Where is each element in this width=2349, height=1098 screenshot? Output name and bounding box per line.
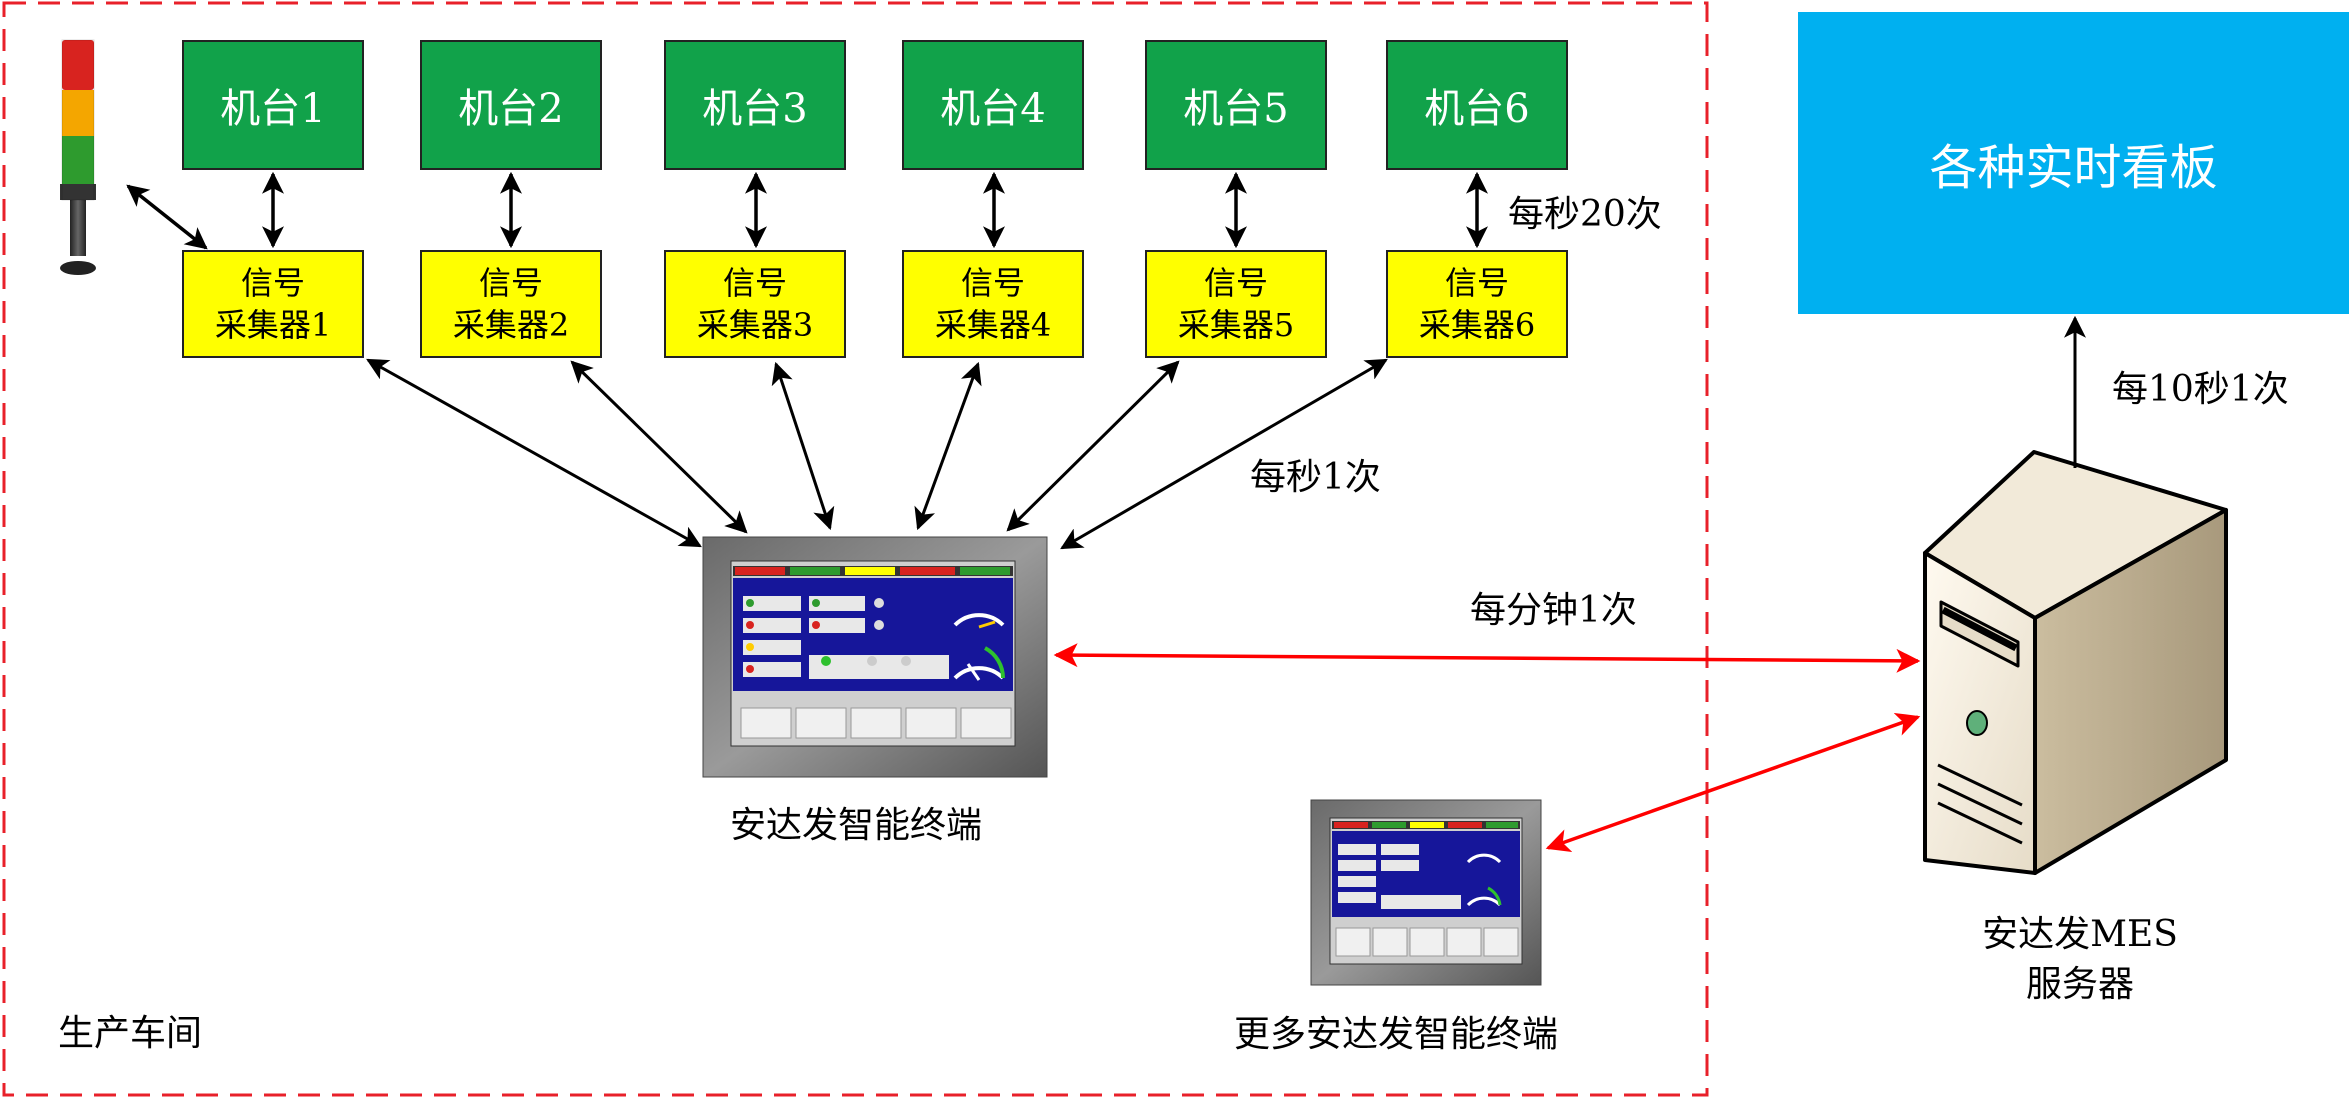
machine-6: 机台6 xyxy=(1386,40,1568,170)
machine-1: 机台1 xyxy=(182,40,364,170)
signal-collector-6: 信号 采集器6 xyxy=(1386,250,1568,358)
machine-collector-links xyxy=(126,171,1488,250)
workshop-label: 生产车间 xyxy=(58,1013,203,1054)
freq-server-dashboard: 每10秒1次 xyxy=(2112,369,2289,410)
machine-3: 机台3 xyxy=(664,40,846,170)
link-c3-t xyxy=(771,361,835,531)
link-c5-t xyxy=(1006,360,1180,532)
terminal-label: 安达发智能终端 xyxy=(730,805,983,846)
more-terminals-label: 更多安达发智能终端 xyxy=(1234,1014,1559,1055)
link-c4-t xyxy=(914,361,982,531)
realtime-dashboard: 各种实时看板 xyxy=(1798,12,2349,314)
link-c2-t xyxy=(570,360,748,534)
link-c6-t xyxy=(1060,358,1388,550)
signal-collector-5: 信号 采集器5 xyxy=(1145,250,1327,358)
collector-terminal-links xyxy=(366,358,1388,550)
machine-4: 机台4 xyxy=(902,40,1084,170)
link-terminal-server xyxy=(1053,643,1921,673)
signal-collector-4: 信号 采集器4 xyxy=(902,250,1084,358)
link-more-terminals-server xyxy=(1545,712,1921,853)
freq-terminal-server: 每分钟1次 xyxy=(1470,590,1637,631)
smart-terminal xyxy=(702,536,1048,778)
server-label: 安达发MES 服务器 xyxy=(1982,914,2178,1005)
signal-collector-3: 信号 采集器3 xyxy=(664,250,846,358)
freq-machine-collector: 每秒20次 xyxy=(1508,194,1662,235)
signal-tower-light-icon xyxy=(60,39,96,275)
link-c1-t xyxy=(366,358,702,548)
server-icon xyxy=(1923,450,2228,875)
more-terminals xyxy=(1310,799,1542,986)
machine-2: 机台2 xyxy=(420,40,602,170)
signal-collector-2: 信号 采集器2 xyxy=(420,250,602,358)
workshop-boundary xyxy=(2,1,1709,1097)
freq-collector-terminal: 每秒1次 xyxy=(1250,457,1381,498)
network-links xyxy=(1053,643,1921,853)
machine-5: 机台5 xyxy=(1145,40,1327,170)
signal-collector-1: 信号 采集器1 xyxy=(182,250,364,358)
link-light-c1 xyxy=(126,184,208,250)
